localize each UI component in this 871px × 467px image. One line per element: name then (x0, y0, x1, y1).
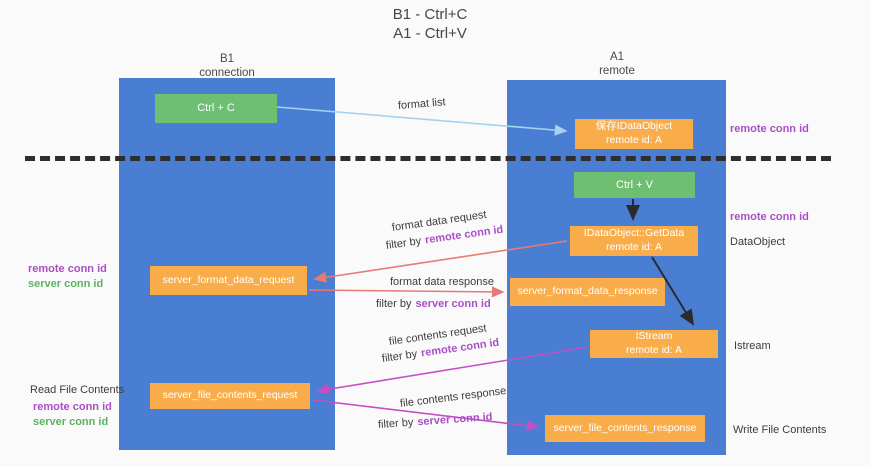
server-file-contents-response-label: server_file_contents_response (553, 421, 697, 434)
save-idataobject-line1: 保存IDataObject (595, 120, 673, 133)
filter-by-text: filter by (376, 298, 412, 310)
dataobject-label: DataObject (730, 236, 786, 248)
lane-header-b1: B1 connection (157, 52, 297, 81)
file-contents-response-label: file contents response (399, 385, 507, 410)
save-idataobject-box: 保存IDataObject remote id: A (575, 119, 693, 149)
right-remote-conn-id-top: remote conn id (730, 123, 809, 135)
write-file-contents-label: Write File Contents (733, 424, 827, 436)
server-format-data-request-label: server_format_data_request (162, 273, 295, 286)
ctrl-c-box: Ctrl + C (155, 94, 277, 123)
filter-by-text: filter by (381, 348, 418, 365)
right-remote-conn-id-mid: remote conn id (730, 211, 809, 223)
title-line-2: A1 - Ctrl+V (393, 24, 467, 42)
server-file-contents-response-box: server_file_contents_response (545, 415, 705, 442)
title-line-1: B1 - Ctrl+C (392, 6, 468, 23)
server-format-data-request-box: server_format_data_request (150, 266, 307, 295)
format-list-label: format list (397, 96, 447, 112)
server-file-contents-request-label: server_file_contents_request (162, 389, 298, 402)
left-remote-conn-id-top: remote conn id (28, 263, 107, 275)
lane-header-a1: A1 remote (547, 50, 687, 79)
server-file-contents-request-box: server_file_contents_request (150, 383, 310, 409)
read-file-contents-label: Read File Contents (30, 384, 125, 396)
idataobject-getdata-line1: IDataObject::GetData (583, 227, 685, 240)
server-format-data-response-label: server_format_data_response (517, 285, 658, 298)
lane-b1-subtitle: connection (199, 67, 255, 80)
server-conn-id-text: server conn id (415, 298, 491, 310)
left-server-conn-id-top: server conn id (28, 278, 104, 290)
server-conn-id-text: server conn id (416, 411, 493, 429)
format-data-response-arrow (308, 286, 505, 298)
lane-a1-name: A1 (609, 51, 625, 63)
filter-by-text: filter by (377, 416, 414, 431)
idataobject-getdata-box: IDataObject::GetData remote id: A (570, 226, 698, 256)
istream-line2: remote id: A (625, 344, 683, 356)
dashed-separator-line (25, 156, 831, 161)
format-data-response-label: format data response (390, 276, 494, 288)
istream-margin-label: Istream (734, 340, 771, 352)
left-remote-conn-id-bottom: remote conn id (33, 401, 112, 413)
ctrl-v-box: Ctrl + V (574, 172, 695, 198)
ctrl-c-label: Ctrl + C (197, 102, 235, 115)
filter-by-text: filter by (385, 235, 422, 252)
idataobject-getdata-line2: remote id: A (605, 241, 663, 253)
lane-b1-name: B1 (219, 53, 235, 65)
server-format-data-response-box: server_format_data_response (510, 278, 665, 306)
left-server-conn-id-bottom: server conn id (33, 416, 109, 428)
save-idataobject-line2: remote id: A (605, 134, 663, 146)
istream-line1: IStream (635, 330, 673, 343)
ctrl-v-label: Ctrl + V (616, 178, 653, 191)
lane-a1-subtitle: remote (599, 65, 635, 78)
istream-box: IStream remote id: A (590, 330, 718, 358)
diagram-title: B1 - Ctrl+C A1 - Ctrl+V (330, 6, 530, 44)
